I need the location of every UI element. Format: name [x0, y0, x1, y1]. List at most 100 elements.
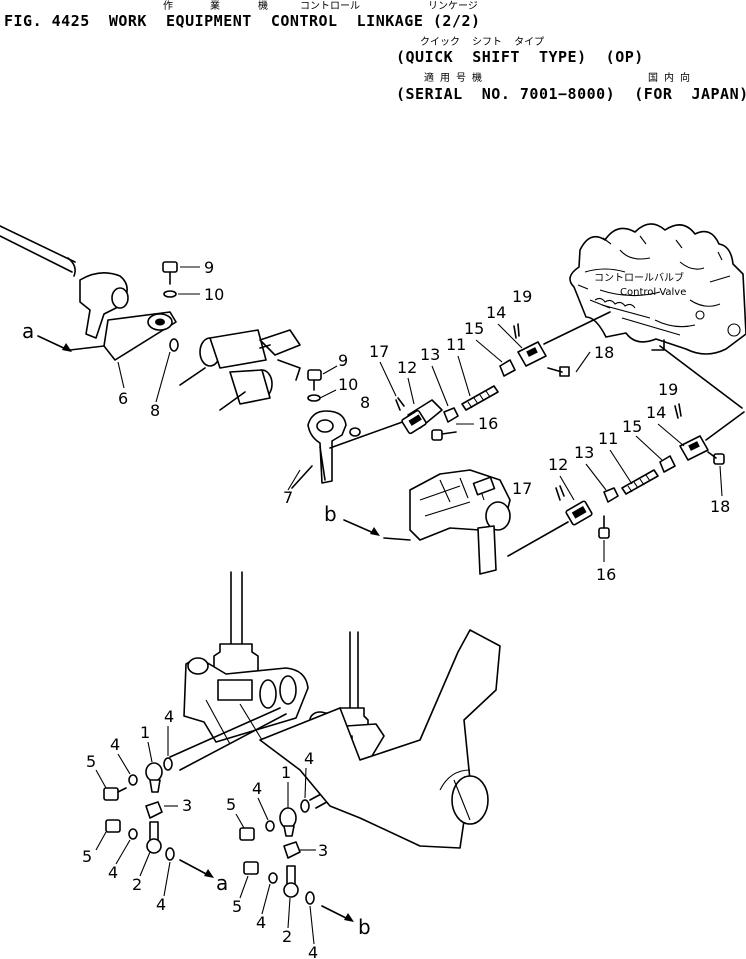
kana-quick-shift: クイック シフト タイプ	[420, 37, 545, 48]
callout-5-right-a: 5	[226, 795, 236, 814]
bolt-5-right-a	[239, 827, 255, 841]
pin-17-lower	[555, 485, 565, 501]
rod-end-2-right	[283, 865, 299, 898]
clevis-12-upper	[401, 399, 443, 435]
rod-11-upper	[461, 385, 499, 411]
valve-label-jp: コントロールバルブ	[594, 271, 684, 284]
washer-4-right-a	[300, 799, 310, 813]
arrow-b-upper	[343, 519, 380, 536]
clevis-12-lower	[565, 500, 593, 526]
bolt-16-upper	[431, 429, 457, 441]
callout-4-right-c: 4	[256, 913, 266, 932]
callout-12-upper: 12	[397, 358, 417, 377]
callout-4-right-d: 4	[308, 943, 318, 959]
ref-a-upper: a	[22, 319, 34, 343]
subtitle-serial: (SERIAL NO. 7001−8000) (FOR JAPAN)	[396, 85, 746, 103]
washer-4-right-d	[305, 891, 315, 905]
bracket	[179, 329, 301, 411]
callout-4-left-a: 4	[164, 707, 174, 726]
kana-equipment: 業	[210, 1, 220, 12]
callout-15-lower: 15	[622, 417, 642, 436]
lever-7	[291, 410, 409, 489]
callout-7: 7	[283, 488, 293, 507]
bolt-9-middle	[307, 365, 338, 402]
callout-8-middle: 8	[360, 393, 370, 412]
callout-3-left: 3	[182, 796, 192, 815]
callout-6: 6	[118, 389, 128, 408]
pin-17-upper	[395, 397, 405, 411]
callout-12-lower: 12	[548, 455, 568, 474]
callout-16-lower: 16	[596, 565, 616, 584]
bolt-5-left-b	[105, 819, 121, 833]
rod-end-2-left	[146, 821, 162, 854]
callout-9-middle: 9	[338, 351, 348, 370]
valve-label-en: Control Valve	[620, 287, 686, 298]
control-valve: コントロールバルブ Control Valve	[569, 223, 746, 355]
ball-joint-1-left	[145, 762, 163, 793]
base-plate	[259, 629, 501, 849]
clevis-14-upper	[517, 311, 611, 367]
subtitle-quick-shift: (QUICK SHIFT TYPE) (OP)	[396, 48, 644, 66]
callout-17-upper: 17	[369, 342, 389, 361]
bolt-18-upper	[547, 366, 570, 377]
callout-5-right-b: 5	[232, 897, 242, 916]
callout-2-left: 2	[132, 875, 142, 894]
callout-4-left-d: 4	[156, 895, 166, 914]
callout-5-left-b: 5	[82, 847, 92, 866]
nut-3-right	[283, 841, 316, 859]
nut-13-lower	[603, 487, 619, 503]
connector-line-upper	[659, 345, 743, 409]
callout-13-upper: 13	[420, 345, 440, 364]
bolt-18-lower	[707, 451, 725, 465]
kana-domestic: 国 内 向	[648, 73, 691, 84]
figure-title: FIG. 4425 WORK EQUIPMENT CONTROL LINKAGE…	[4, 12, 481, 30]
callout-10-middle: 10	[338, 375, 358, 394]
washer-4-left-d	[165, 847, 175, 861]
nut-3-left	[145, 801, 178, 819]
kana-control: コントロール	[300, 1, 360, 12]
nut-13-upper	[443, 407, 459, 423]
callout-4-right-b: 4	[252, 779, 262, 798]
callout-18-lower: 18	[710, 497, 730, 516]
callout-16-upper: 16	[478, 414, 498, 433]
callout-15-upper: 15	[464, 319, 484, 338]
callout-4-left-b: 4	[110, 735, 120, 754]
rod-11-lower	[621, 469, 659, 495]
arrow-a-lower	[179, 859, 214, 878]
pin-19-lower	[674, 403, 682, 419]
kana-machine: 機	[258, 1, 268, 12]
pin-8-middle	[349, 427, 361, 437]
bolt-5-left-a	[103, 787, 127, 801]
callout-9-upper: 9	[204, 258, 214, 277]
callout-19-upper: 19	[512, 287, 532, 306]
callout-14-lower: 14	[646, 403, 666, 422]
arrow-a-upper	[37, 335, 72, 352]
callout-4-left-c: 4	[108, 863, 118, 882]
bolt-16-lower	[598, 515, 610, 539]
callout-3-right: 3	[318, 841, 328, 860]
washer-4-left-a	[163, 757, 173, 771]
callout-1-right: 1	[281, 763, 291, 782]
nut-15-lower	[659, 455, 676, 473]
ball-joint-1-right	[279, 807, 297, 837]
callout-1-left: 1	[140, 723, 150, 742]
ref-a-lower: a	[216, 871, 228, 895]
washer-4-left-c	[128, 828, 138, 840]
kana-linkage: リンケージ	[428, 1, 478, 12]
ref-b-upper: b	[324, 502, 337, 526]
valve-spool-upper	[651, 339, 665, 351]
leader-lines	[95, 323, 723, 945]
callout-2-right: 2	[282, 927, 292, 946]
callout-18-upper: 18	[594, 343, 614, 362]
left-rod-assembly	[0, 225, 177, 361]
washer-4-left-b	[128, 774, 138, 786]
pin-8-upper	[169, 338, 179, 352]
pin-19-upper	[513, 323, 520, 339]
bolt-5-right-b	[243, 861, 259, 875]
nut-15-upper	[499, 359, 516, 377]
clevis-14-lower	[679, 411, 745, 461]
callout-11-upper: 11	[446, 335, 466, 354]
callout-17-lower: 17	[512, 479, 532, 498]
washer-4-right-c	[268, 872, 278, 884]
